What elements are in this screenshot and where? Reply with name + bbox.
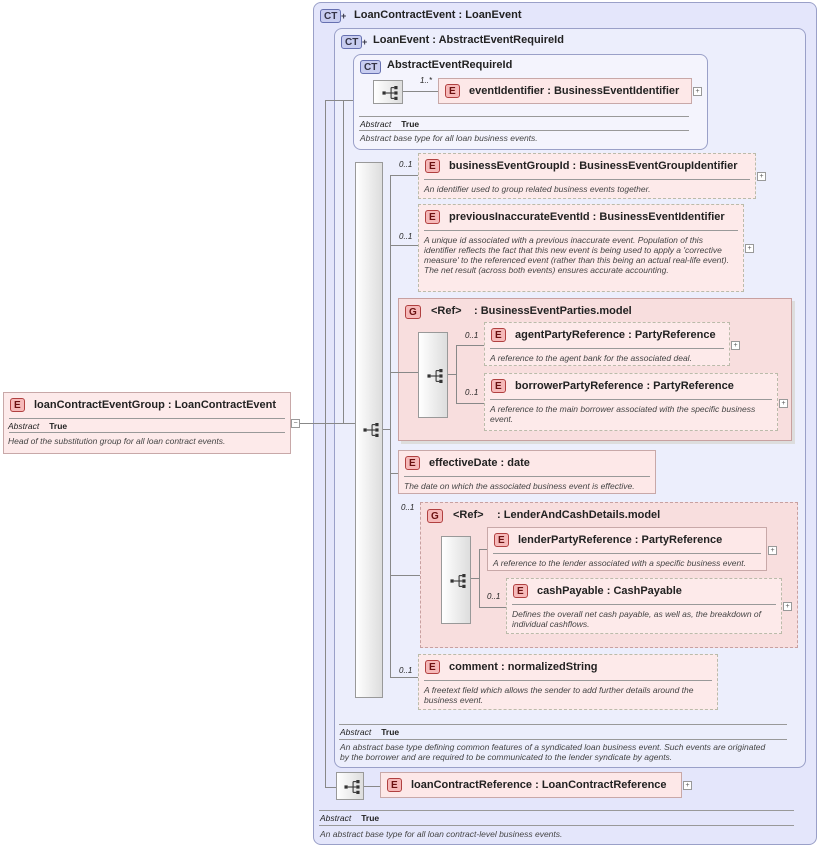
- element-description: A reference to the main borrower associa…: [490, 404, 756, 424]
- effectivedate-element[interactable]: E effectiveDate : date The date on which…: [398, 450, 656, 494]
- element-badge: E: [387, 778, 402, 792]
- loancontracteventgroup-element[interactable]: E loanContractEventGroup : LoanContractE…: [3, 392, 291, 454]
- cardinality-label: 0..1: [399, 232, 413, 241]
- element-description: An identifier used to group related busi…: [424, 184, 651, 194]
- collapse-icon[interactable]: −: [291, 419, 300, 428]
- element-description: The date on which the associated busines…: [404, 481, 635, 491]
- group-badge: G: [427, 509, 443, 523]
- comment-element[interactable]: E comment : normalizedString A freetext …: [418, 654, 718, 710]
- parties-sequence-compositor[interactable]: [418, 332, 448, 418]
- sequence-icon: [362, 423, 380, 437]
- element-badge: E: [494, 533, 509, 547]
- loancontractreference-element[interactable]: E loanContractReference : LoanContractRe…: [380, 772, 682, 798]
- element-badge: E: [491, 379, 506, 393]
- ct-plus-icon: +: [341, 11, 347, 21]
- sequence-compositor[interactable]: [373, 80, 403, 104]
- expand-icon[interactable]: +: [783, 602, 792, 611]
- sequence-icon: [449, 574, 467, 588]
- cardinality-label: 0..1: [399, 666, 413, 675]
- group-badge: G: [405, 305, 421, 319]
- element-badge: E: [425, 159, 440, 173]
- group-description: Head of the substitution group for all l…: [8, 436, 226, 446]
- businesseventgroupid-element[interactable]: E businessEventGroupId : BusinessEventGr…: [418, 153, 756, 199]
- borrowerpartyreference-element[interactable]: E borrowerPartyReference : PartyReferenc…: [484, 373, 778, 431]
- element-description: Defines the overall net cash payable, as…: [512, 609, 762, 629]
- expand-icon[interactable]: +: [757, 172, 766, 181]
- group-ref-label: <Ref>: [453, 509, 484, 521]
- cardinality-label: 0..1: [487, 592, 501, 601]
- previousinaccurateeventid-element[interactable]: E previousInaccurateEventId : BusinessEv…: [418, 204, 744, 292]
- cashpayable-element[interactable]: E cashPayable : CashPayable Defines the …: [506, 578, 782, 634]
- expand-icon[interactable]: +: [683, 781, 692, 790]
- loancontractevent-title: LoanContractEvent : LoanEvent: [354, 9, 522, 21]
- lenderpartyreference-element[interactable]: E lenderPartyReference : PartyReference …: [487, 527, 767, 571]
- expand-icon[interactable]: +: [745, 244, 754, 253]
- loanevent-description: An abstract base type defining common fe…: [340, 742, 766, 762]
- element-badge: E: [491, 328, 506, 342]
- cardinality-label: 1..*: [420, 76, 433, 85]
- complex-type-badge: CT: [360, 60, 382, 74]
- agentpartyreference-element[interactable]: E agentPartyReference : PartyReference A…: [484, 322, 730, 366]
- group-ref-label: <Ref>: [431, 305, 462, 317]
- element-badge: E: [425, 210, 440, 224]
- element-description: A freetext field which allows the sender…: [424, 685, 694, 705]
- outer-sequence-compositor[interactable]: [336, 772, 364, 800]
- lender-sequence-compositor[interactable]: [441, 536, 471, 624]
- element-badge: E: [445, 84, 460, 98]
- sequence-icon: [343, 780, 361, 794]
- group-title: : BusinessEventParties.model: [474, 305, 632, 317]
- abstracteventrequireid-title: AbstractEventRequireId: [387, 59, 513, 71]
- expand-icon[interactable]: +: [779, 399, 788, 408]
- cardinality-label: 0..1: [399, 160, 413, 169]
- sequence-icon: [426, 369, 444, 383]
- cardinality-label: 0..1: [465, 388, 479, 397]
- element-badge: E: [405, 456, 420, 470]
- sequence-icon: [381, 86, 399, 100]
- element-badge: E: [10, 398, 25, 412]
- element-description: A reference to the agent bank for the as…: [490, 353, 692, 363]
- ct-plus-icon: +: [362, 37, 368, 47]
- loanevent-sequence-compositor[interactable]: [355, 162, 383, 698]
- outer-description: An abstract base type for all loan contr…: [320, 829, 563, 839]
- element-description: A unique id associated with a previous i…: [424, 235, 729, 275]
- element-badge: E: [425, 660, 440, 674]
- expand-icon[interactable]: +: [693, 87, 702, 96]
- complex-type-badge: CT: [320, 9, 342, 23]
- complex-type-badge: CT: [341, 35, 363, 49]
- element-description: A reference to the lender associated wit…: [493, 558, 746, 568]
- cardinality-label: 0..1: [401, 503, 415, 512]
- expand-icon[interactable]: +: [768, 546, 777, 555]
- group-title: : LenderAndCashDetails.model: [497, 509, 661, 521]
- abstractevent-description: Abstract base type for all loan business…: [360, 133, 538, 143]
- expand-icon[interactable]: +: [731, 341, 740, 350]
- eventidentifier-element[interactable]: E eventIdentifier : BusinessEventIdentif…: [438, 78, 692, 104]
- loanevent-title: LoanEvent : AbstractEventRequireId: [373, 34, 564, 46]
- element-badge: E: [513, 584, 528, 598]
- cardinality-label: 0..1: [465, 331, 479, 340]
